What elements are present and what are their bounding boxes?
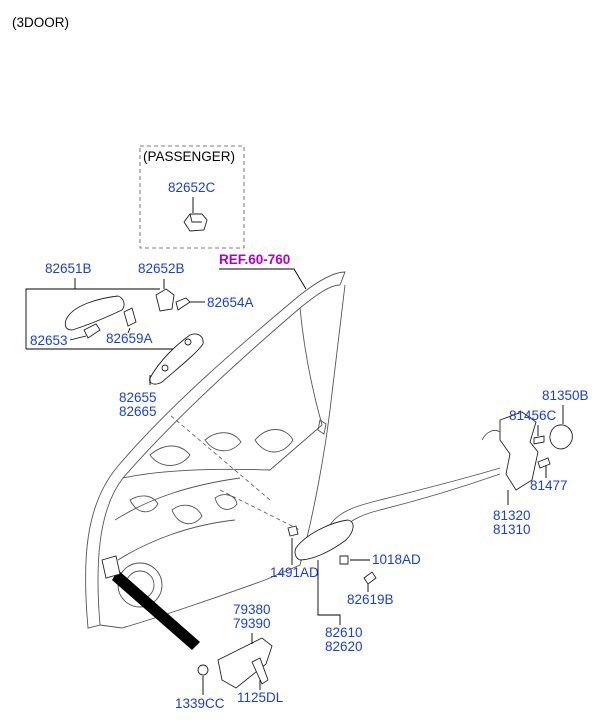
leader-reference [219,268,307,290]
part-label-82619b[interactable]: 82619B [347,592,394,607]
handle-base-screw [184,338,192,346]
leader-82610 [317,560,341,625]
bolt-1125dl-part [251,657,269,685]
clip-1491ad-part [287,525,299,537]
part-label-82651b[interactable]: 82651B [45,261,92,276]
outside-handle-group: 82651B 82653 82659A 82652B 82654A 82655 … [25,261,254,419]
striker-81350b-part [549,424,573,450]
checker-link-arrow [112,570,200,650]
part-label-1125dl[interactable]: 1125DL [237,690,284,705]
part-label-82652c[interactable]: 82652C [168,180,216,195]
gasket-82654a-part [175,297,191,311]
outside-handle-cap-passenger-part [183,213,208,232]
cap-82619b-part [363,571,377,585]
inside-handle-group: 1491AD 1018AD 82619B 82610 82620 [270,519,421,654]
handle-pad-82653-part [83,323,101,339]
part-label-79390[interactable]: 79390 [233,616,271,631]
part-label-82659a[interactable]: 82659A [106,331,153,346]
part-label-81310[interactable]: 81310 [493,522,531,537]
part-label-82652b[interactable]: 82652B [138,261,185,276]
outside-handle-part [64,295,125,331]
door-checker-79380-part [217,637,273,689]
part-label-82620[interactable]: 82620 [325,639,363,654]
part-label-82654a[interactable]: 82654A [207,295,254,310]
door-latch-81320-part [499,411,539,491]
checker-mount [101,555,121,579]
part-label-82653[interactable]: 82653 [30,333,68,348]
reference-label[interactable]: REF.60-760 [219,252,290,267]
part-label-1491ad[interactable]: 1491AD [270,565,319,580]
bracket-82651b [25,288,160,349]
door-variant-label: (3DOOR) [12,15,69,30]
leader-82653 [69,335,87,341]
screw-1018ad-part [339,555,349,565]
latch-cables [329,429,501,536]
leader-82659a [127,327,131,334]
part-label-82610[interactable]: 82610 [325,625,363,640]
handle-cap-82652b-part [155,288,175,312]
part-label-81477[interactable]: 81477 [530,478,568,493]
dash-connector-handle [219,489,301,531]
gasket-82659a-part [123,307,137,327]
part-label-82665[interactable]: 82665 [119,404,157,419]
part-label-79380[interactable]: 79380 [233,602,271,617]
passenger-box-title: (PASSENGER) [143,149,235,164]
part-label-81456c[interactable]: 81456C [509,408,557,423]
handle-base-rivet [161,364,169,372]
front-door-drawing [85,271,346,629]
part-label-82655[interactable]: 82655 [119,390,157,405]
screw-81456c-part [533,435,545,445]
handle-base-82655-part [149,333,204,385]
part-label-81320[interactable]: 81320 [493,508,531,523]
nut-1339cc-part [197,664,209,676]
part-label-1339cc[interactable]: 1339CC [175,696,225,711]
door-checker-group: 79380 79390 1339CC 1125DL [101,555,284,711]
passenger-box-outline [139,145,245,249]
inside-handle-82610-part [294,519,354,561]
latch-group: 81350B 81456C 81477 81320 81310 [329,388,589,537]
dash-connector-cable [169,414,271,501]
passenger-group: (PASSENGER) 82652C [139,145,245,249]
part-label-81350b[interactable]: 81350B [542,388,589,403]
screw-81477-part [537,457,551,469]
part-label-1018ad[interactable]: 1018AD [372,552,421,567]
